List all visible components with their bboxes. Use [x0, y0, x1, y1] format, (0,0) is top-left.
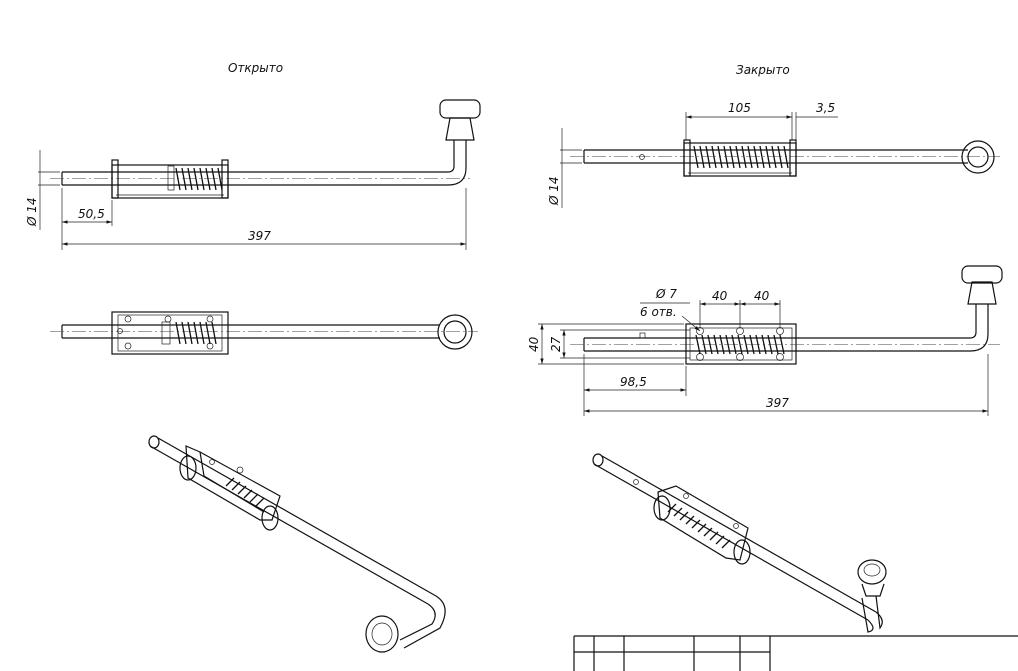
handle-knob-icon: [445, 117, 475, 141]
closed-top-view: Ø 7 6 отв. 40 40 40 27 98,5 397: [527, 265, 1003, 416]
closed-bracket-label: 105: [728, 101, 751, 115]
open-length-label: 397: [248, 229, 271, 243]
title-block: [573, 635, 1018, 671]
hole-pitch-1-label: 40: [712, 289, 728, 303]
closed-dia-label: Ø 14: [547, 176, 561, 206]
hole-dia-label: Ø 7: [655, 287, 677, 301]
spring-icon: [167, 165, 223, 191]
closed-gap-label: 3,5: [816, 101, 835, 115]
open-dia-label: Ø 14: [25, 197, 39, 227]
closed-view-title: Закрыто: [736, 63, 790, 77]
bracket-inner-label: 27: [549, 336, 563, 352]
hole-count-label: 6 отв.: [640, 305, 677, 319]
open-isometric-view: [148, 435, 446, 653]
hole-pitch-2-label: 40: [754, 289, 770, 303]
closed-length-label: 397: [766, 396, 789, 410]
closed-front-view: Ø 14 105 3,5: [547, 101, 1000, 208]
open-front-view: Ø 14 50,5 397: [25, 99, 481, 250]
closed-handle-knob-icon: [967, 281, 997, 305]
closed-offset-label: 98,5: [620, 375, 647, 389]
open-offset-label: 50,5: [78, 207, 105, 221]
closed-isometric-view: [592, 453, 887, 633]
open-top-view: [50, 311, 478, 355]
open-view-title: Открыто: [228, 61, 283, 75]
bracket-height-label: 40: [527, 336, 541, 352]
